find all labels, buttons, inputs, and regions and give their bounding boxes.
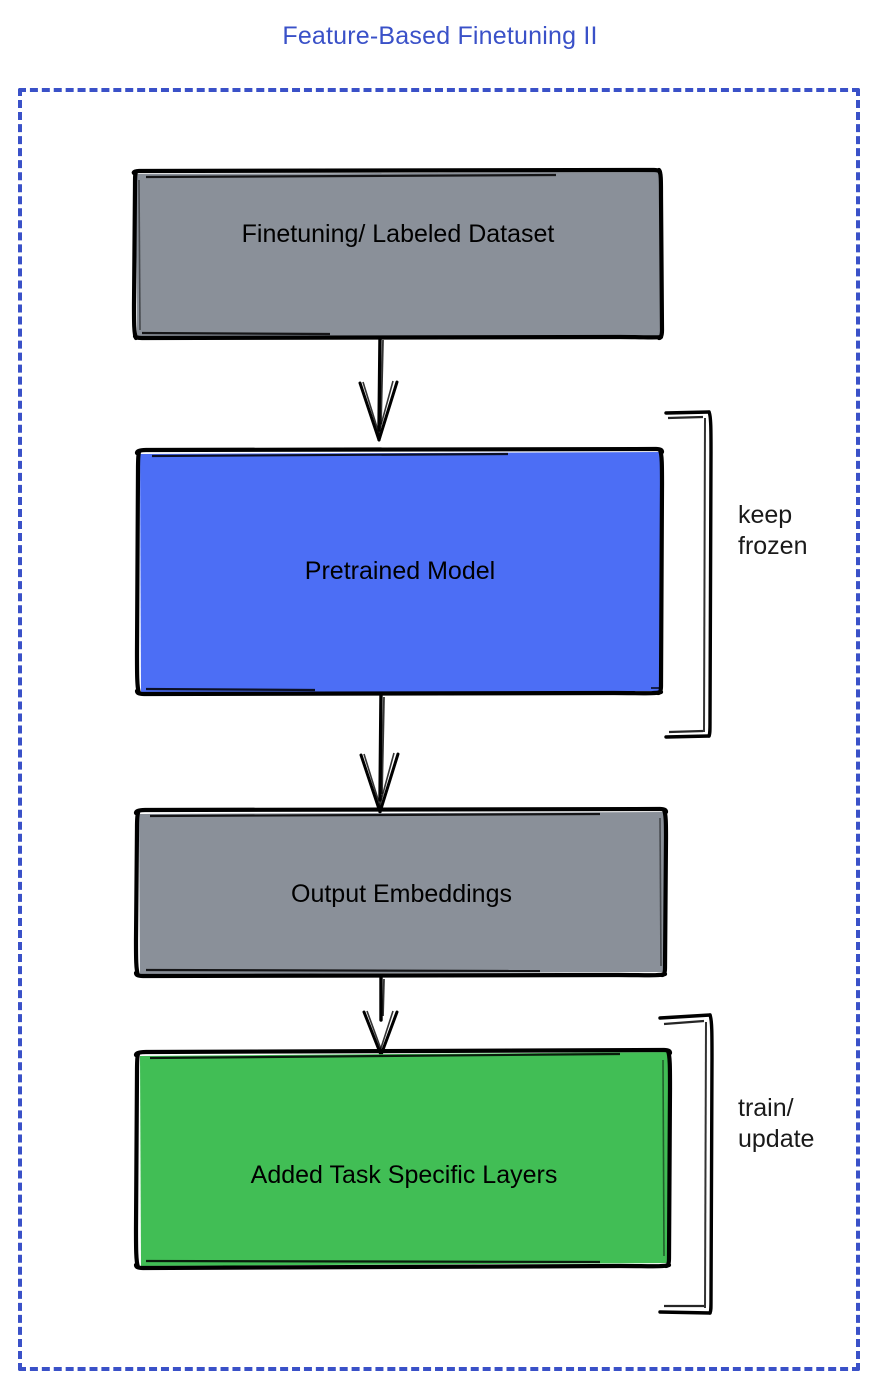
node-label-output-embeddings: Output Embeddings [291,880,512,908]
page-title: Feature-Based Finetuning II [282,22,598,50]
node-label-pretrained-model: Pretrained Model [304,557,496,585]
node-label-task-specific-layers: Added Task Specific Layers [250,1161,558,1189]
node-label-finetuning-dataset: Finetuning/ Labeled Dataset [241,220,555,248]
diagram-outer-frame [18,88,860,1371]
bracket-label-keep-frozen: keep frozen [738,501,808,560]
bracket-label-train-update: train/ update [738,1094,815,1153]
